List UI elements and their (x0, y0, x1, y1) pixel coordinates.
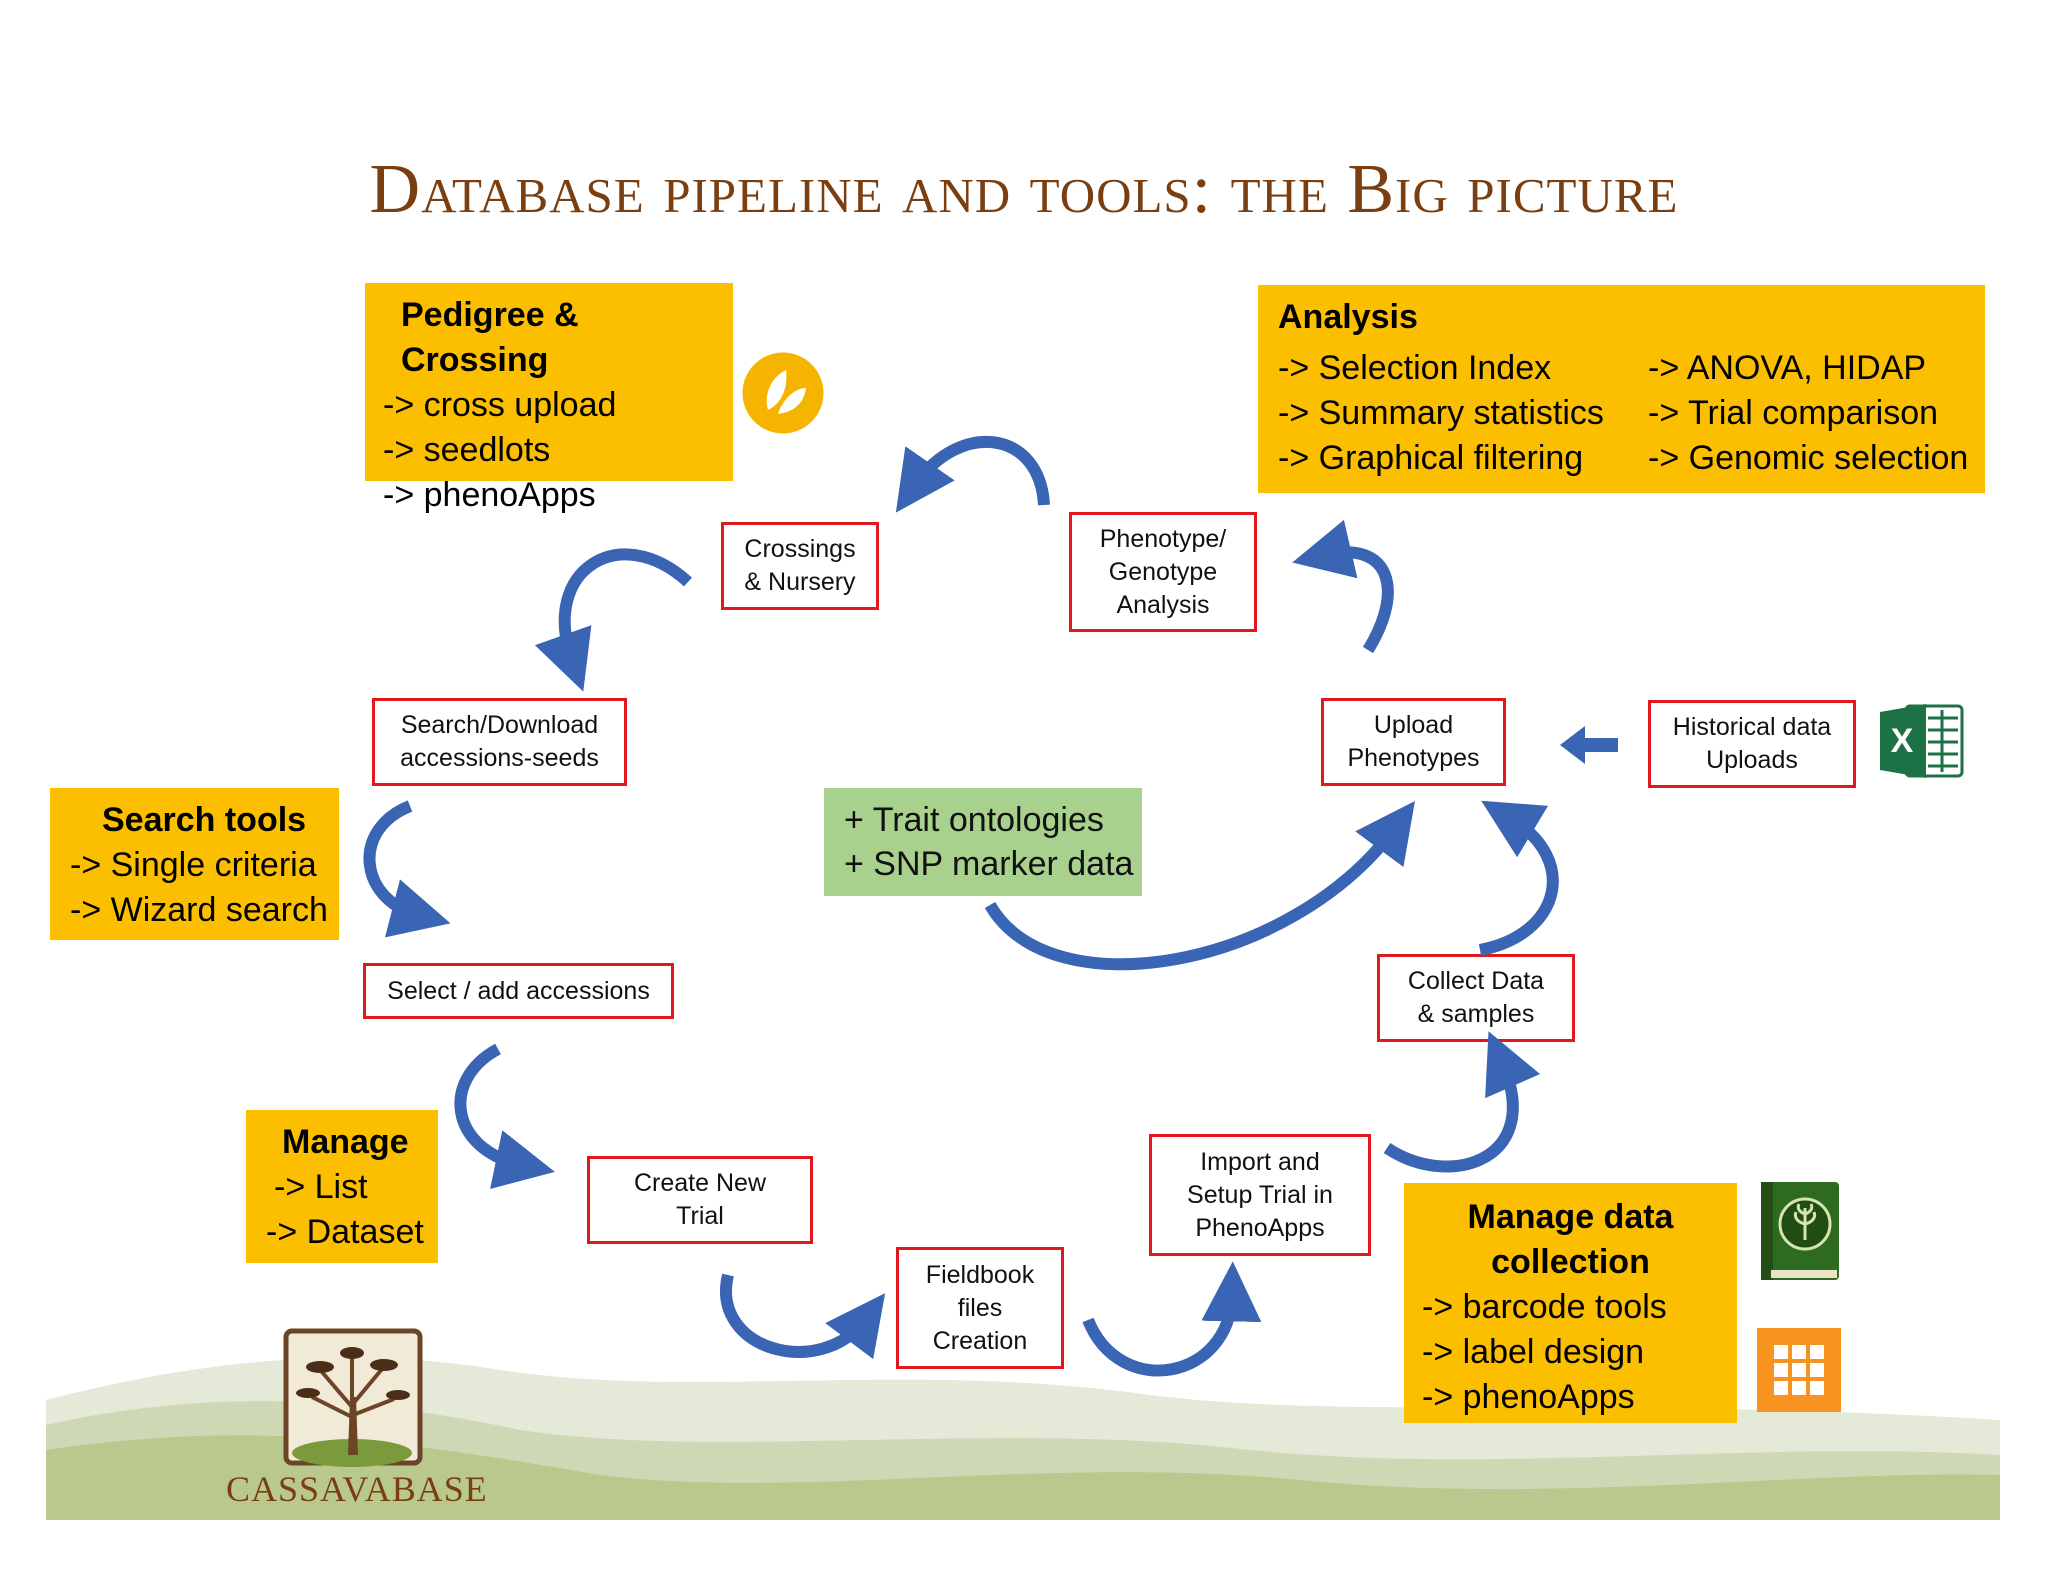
trait-item: + Trait ontologies (844, 801, 1104, 839)
svg-text:X: X (1891, 722, 1914, 760)
node-crossings-nursery: Crossings & Nursery (721, 522, 879, 610)
search-tools-box: Search tools -> Single criteria -> Wizar… (50, 788, 339, 940)
manage-data-item: -> phenoApps (1422, 1378, 1635, 1416)
manage-data-heading: Manage data collection (1467, 1198, 1674, 1281)
manage-item: -> Dataset (266, 1213, 424, 1251)
seed-app-icon (739, 349, 827, 437)
analysis-item: -> Genomic selection (1648, 439, 1969, 477)
pedigree-item: -> phenoApps (383, 476, 596, 514)
analysis-item: -> Selection Index (1278, 349, 1552, 387)
node-select-add-accessions: Select / add accessions (363, 963, 674, 1019)
trait-ontologies-box: + Trait ontologies + SNP marker data (824, 788, 1142, 896)
search-tools-item: -> Single criteria (70, 846, 317, 884)
analysis-item: -> ANOVA, HIDAP (1648, 349, 1927, 387)
trait-item: + SNP marker data (844, 845, 1134, 883)
search-tools-item: -> Wizard search (70, 891, 328, 929)
pedigree-heading: Pedigree & Crossing (401, 296, 579, 379)
manage-heading: Manage (282, 1123, 409, 1161)
arrow-historical-to-upload (1560, 726, 1618, 764)
manage-box: Manage -> List -> Dataset (246, 1110, 438, 1263)
pedigree-item: -> cross upload (383, 386, 617, 424)
pedigree-item: -> seedlots (383, 431, 551, 469)
search-tools-heading: Search tools (102, 801, 307, 839)
arrow-upload-to-analysis (1292, 519, 1394, 654)
arrow-create-to-fieldbook (720, 1273, 886, 1360)
arrow-select-to-create (454, 1043, 555, 1189)
excel-icon: X (1880, 704, 1964, 778)
manage-data-item: -> label design (1422, 1333, 1645, 1371)
pedigree-crossing-box: Pedigree & Crossing -> cross upload -> s… (365, 283, 733, 514)
node-fieldbook-files: Fieldbook files Creation (896, 1247, 1064, 1369)
manage-data-item: -> barcode tools (1422, 1288, 1667, 1326)
arrow-fieldbook-to-import (1082, 1261, 1262, 1377)
page-title: Database pipeline and tools: the Big pic… (369, 151, 1679, 228)
analysis-heading: Analysis (1278, 298, 1418, 336)
grid-app-icon (1757, 1328, 1841, 1412)
manage-data-collection-box: Manage data collection -> barcode tools … (1404, 1183, 1737, 1423)
arrow-crossings-to-search (534, 548, 693, 692)
analysis-box: Analysis -> Selection Index -> Summary s… (1258, 285, 1985, 493)
node-import-setup-trial: Import and Setup Trial in PhenoApps (1149, 1134, 1371, 1256)
arrow-search-to-select (363, 800, 451, 938)
logo-text: CASSAVABASE (226, 1469, 488, 1509)
analysis-item: -> Summary statistics (1278, 394, 1604, 432)
node-phenotype-genotype-analysis: Phenotype/ Genotype Analysis (1069, 512, 1257, 632)
node-create-new-trial: Create New Trial (587, 1156, 813, 1244)
analysis-item: -> Graphical filtering (1278, 439, 1584, 477)
field-book-icon (1761, 1182, 1839, 1280)
node-collect-data: Collect Data & samples (1377, 954, 1575, 1042)
arrow-analysis-to-crossings (895, 435, 1050, 513)
node-search-download: Search/Download accessions-seeds (372, 698, 627, 786)
arrow-import-to-collect (1383, 1031, 1541, 1173)
arrow-trait-to-upload (984, 801, 1416, 971)
cassavabase-logo-icon (283, 1328, 423, 1467)
manage-item: -> List (274, 1168, 368, 1206)
arrow-collect-to-upload (1478, 800, 1559, 956)
node-upload-phenotypes: Upload Phenotypes (1321, 698, 1506, 786)
node-historical-data: Historical data Uploads (1648, 700, 1856, 788)
analysis-item: -> Trial comparison (1648, 394, 1939, 432)
